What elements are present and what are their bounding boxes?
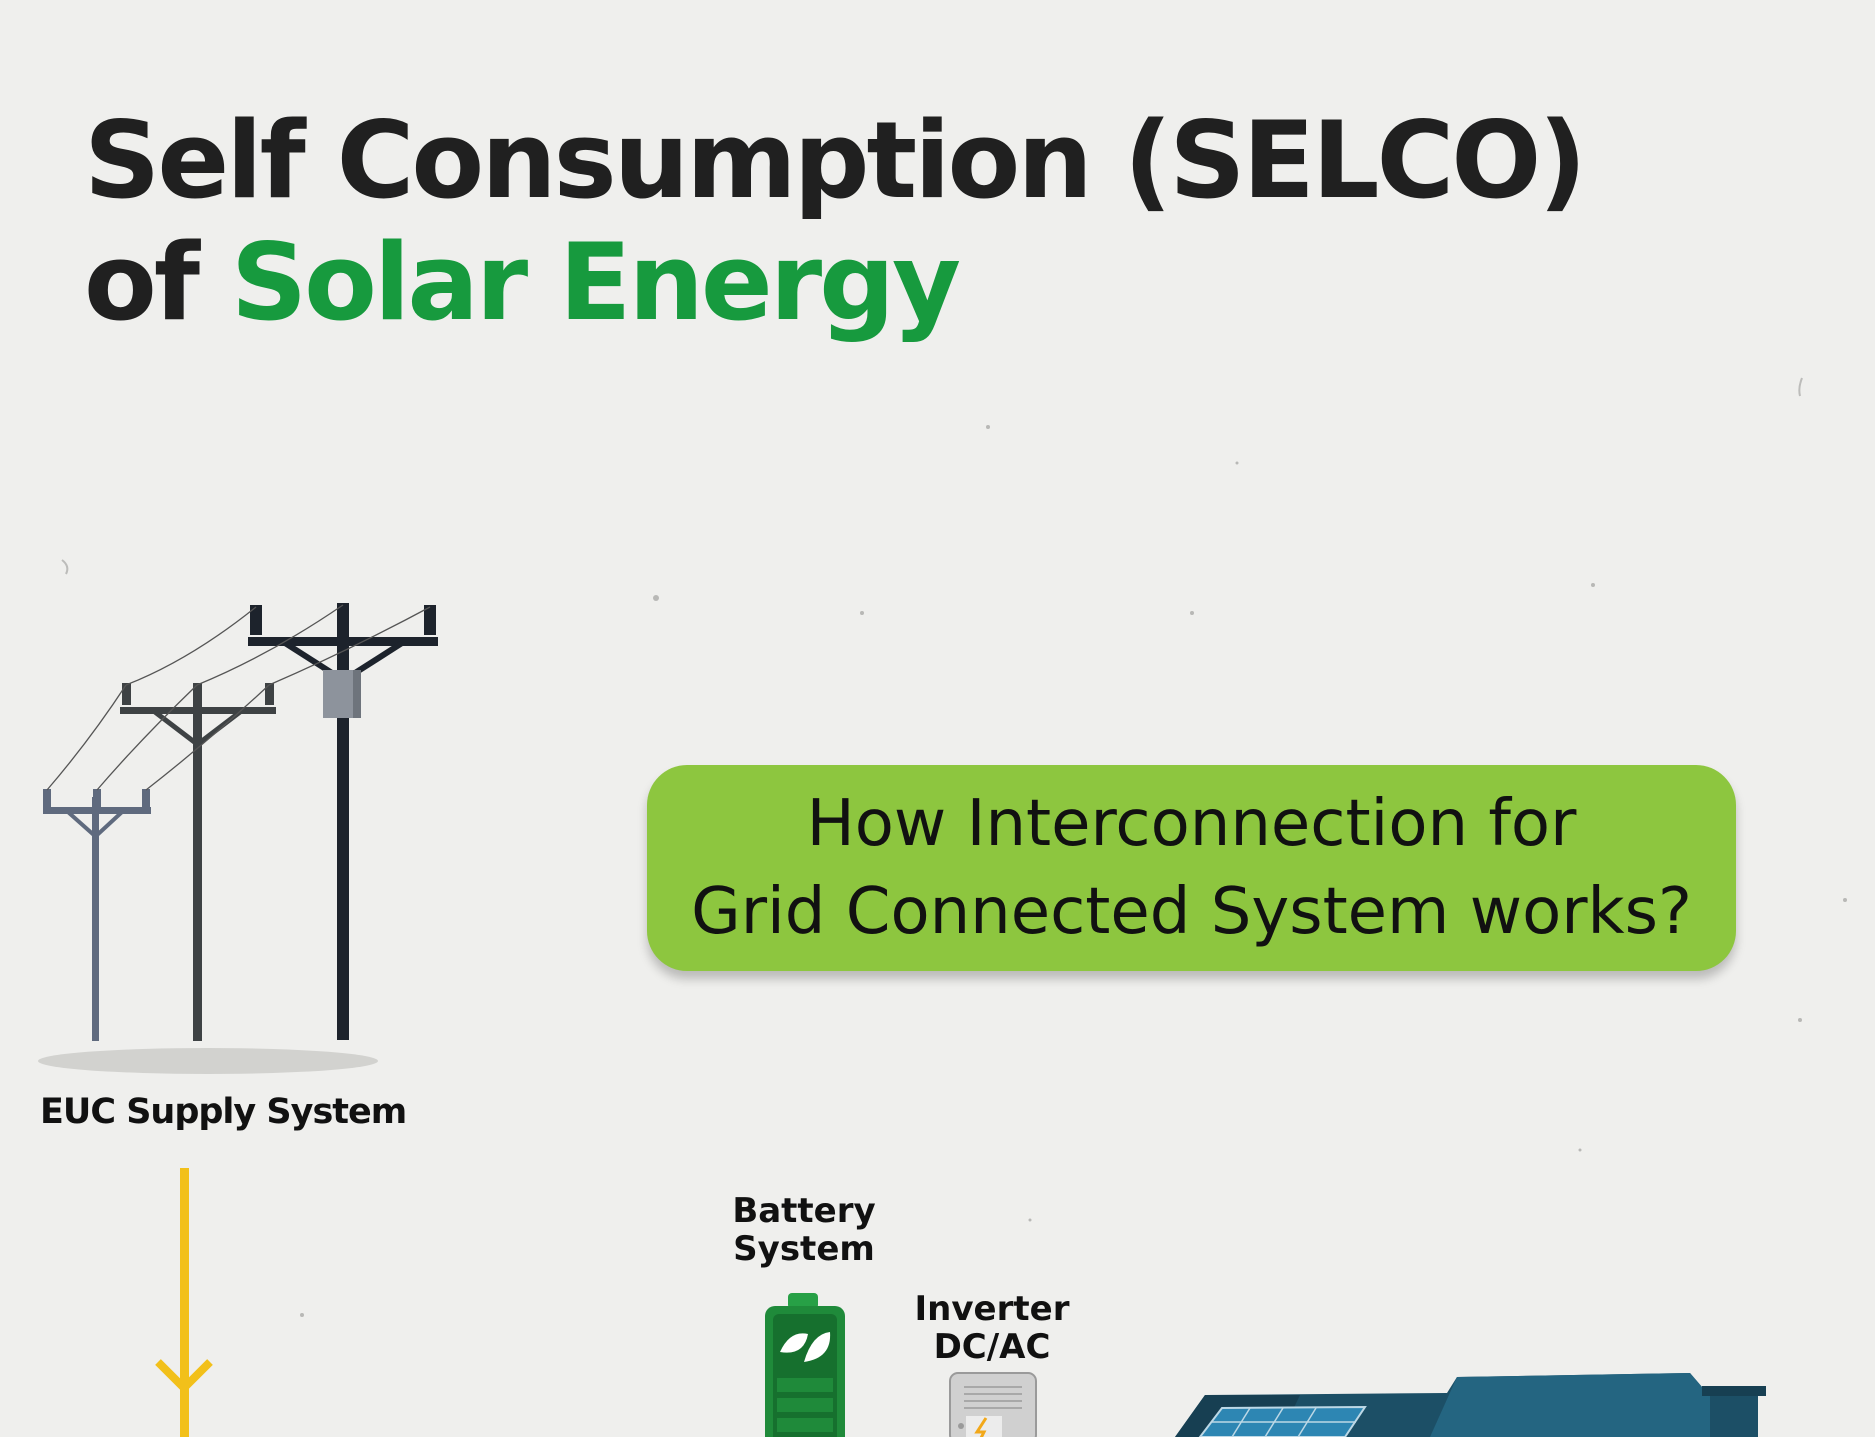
euc-supply-label: EUC Supply System xyxy=(40,1092,407,1132)
battery-icon xyxy=(765,1293,845,1437)
callout-line1: How Interconnection for xyxy=(806,787,1577,861)
solar-panel-icon xyxy=(1198,1405,1367,1437)
title-highlight: Solar Energy xyxy=(230,221,961,344)
title-line1: Self Consumption (SELCO) xyxy=(84,99,1587,222)
flow-arrow-icon xyxy=(155,1168,213,1437)
utility-poles-icon xyxy=(38,603,438,1074)
page-title: Self Consumption (SELCO) of Solar Energy xyxy=(84,99,1587,344)
inverter-label: Inverter DC/AC xyxy=(907,1290,1077,1366)
leaf-icon xyxy=(780,1332,831,1362)
battery-system-label: Battery System xyxy=(724,1192,884,1268)
battery-label-line1: Battery xyxy=(732,1191,876,1231)
interconnection-callout: How Interconnection for Grid Connected S… xyxy=(647,765,1736,971)
battery-label-line2: System xyxy=(733,1229,875,1269)
inverter-label-line1: Inverter xyxy=(914,1289,1070,1329)
callout-line2: Grid Connected System works? xyxy=(691,875,1692,949)
inverter-label-line2: DC/AC xyxy=(933,1327,1051,1367)
title-line2-prefix: of xyxy=(84,221,231,344)
inverter-icon xyxy=(949,1372,1037,1437)
house-icon xyxy=(1175,1373,1766,1437)
